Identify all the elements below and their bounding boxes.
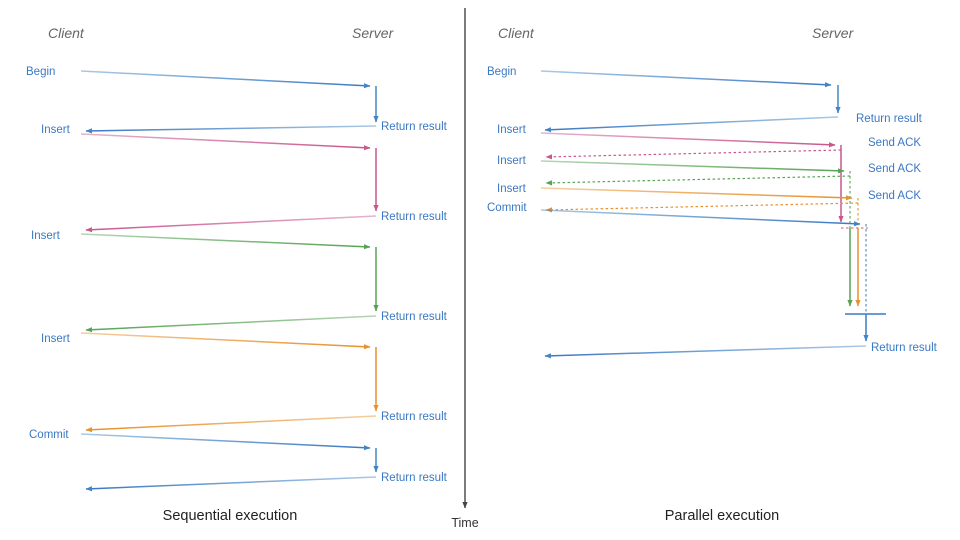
- message-group-insert-3: Insert Return result: [41, 332, 448, 433]
- server-label-return-result-5: Return result: [381, 472, 448, 484]
- client-label-insert-2-parallel: Insert: [497, 155, 527, 167]
- request-arrow-insert-2: [80, 233, 371, 250]
- panel-caption-parallel: Parallel execution: [665, 508, 779, 524]
- request-arrow-insert-1-parallel: [540, 132, 836, 148]
- request-arrow-insert-1: [80, 133, 371, 151]
- message-group-insert-1: Insert Return result: [41, 124, 448, 233]
- client-label-insert-3: Insert: [41, 333, 71, 345]
- server-label-send-ack-3: Send ACK: [868, 190, 921, 202]
- reply-arrow-begin: [85, 125, 377, 134]
- client-label-begin-parallel: Begin: [487, 66, 516, 78]
- ack-arrow-insert-1-parallel: [545, 149, 842, 160]
- server-lane-title-parallel: Server: [812, 25, 855, 41]
- message-group-insert-2: Insert Return result: [31, 230, 448, 333]
- request-arrow-begin: [80, 70, 371, 89]
- reply-arrow-begin-parallel: [544, 116, 839, 133]
- server-label-return-result-4: Return result: [381, 411, 448, 423]
- message-group-begin-parallel: Begin Return result: [487, 66, 923, 133]
- server-label-send-ack-1: Send ACK: [868, 137, 921, 149]
- server-label-return-result-3: Return result: [381, 311, 448, 323]
- panel-sequential: Client Server Begin Return result Insert…: [26, 25, 448, 524]
- request-arrow-insert-2-parallel: [540, 160, 845, 174]
- reply-arrow-commit: [85, 476, 377, 492]
- client-label-commit-parallel: Commit: [487, 202, 527, 214]
- request-arrow-commit: [80, 433, 371, 451]
- client-label-begin: Begin: [26, 66, 55, 78]
- request-arrow-begin-parallel: [540, 70, 832, 88]
- client-label-insert-2: Insert: [31, 230, 61, 242]
- reply-arrow-commit-parallel: [544, 345, 867, 359]
- server-label-return-result-2: Return result: [381, 211, 448, 223]
- client-lane-title-parallel: Client: [498, 25, 535, 41]
- ack-arrow-insert-2-parallel: [545, 175, 851, 186]
- time-axis-label: Time: [451, 516, 478, 530]
- server-label-return-result-parallel-1: Return result: [856, 113, 923, 125]
- ack-arrow-insert-3-parallel: [545, 202, 859, 213]
- server-label-return-result-parallel-2: Return result: [871, 342, 938, 354]
- server-lane-title: Server: [352, 25, 395, 41]
- server-label-send-ack-2: Send ACK: [868, 163, 921, 175]
- request-arrow-insert-3: [80, 332, 371, 350]
- message-group-insert-2-parallel: Insert Send ACK: [497, 155, 921, 307]
- message-group-commit: Commit Return result: [29, 429, 448, 492]
- server-label-return-result-1: Return result: [381, 121, 448, 133]
- client-label-commit: Commit: [29, 429, 69, 441]
- message-group-begin: Begin Return result: [26, 66, 448, 134]
- message-group-insert-1-parallel: Insert Send ACK: [497, 124, 921, 229]
- message-group-commit-parallel: Commit Return result: [487, 202, 938, 359]
- message-group-insert-3-parallel: Insert Send ACK: [497, 183, 921, 307]
- client-label-insert-1-parallel: Insert: [497, 124, 527, 136]
- client-label-insert-1: Insert: [41, 124, 71, 136]
- panel-caption-sequential: Sequential execution: [163, 508, 298, 524]
- reply-arrow-insert-3: [85, 415, 377, 433]
- client-lane-title: Client: [48, 25, 85, 41]
- client-label-insert-3-parallel: Insert: [497, 183, 527, 195]
- reply-arrow-insert-1: [85, 215, 377, 233]
- request-arrow-commit-parallel: [540, 209, 861, 227]
- reply-arrow-insert-2: [85, 315, 377, 333]
- panel-parallel: Client Server Begin Return result Insert…: [487, 25, 938, 524]
- time-axis: Time: [451, 8, 479, 530]
- request-arrow-insert-3-parallel: [540, 187, 853, 201]
